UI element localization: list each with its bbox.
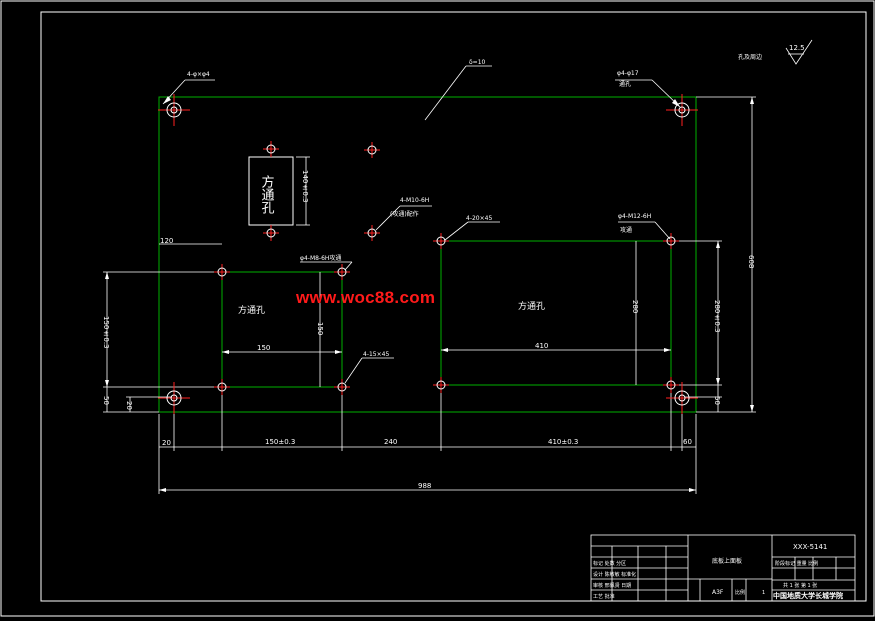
corner-holes-label: 4-φ×φ4 [187,71,210,78]
square-hole-left-label: 方通孔 [238,304,265,316]
dim-50-right: 50 [713,396,721,405]
dim-410-03: 410±0.3 [548,438,578,446]
sheet-info: 共 1 张 第 1 张 [783,582,817,589]
hole-markers [158,94,698,414]
dim-280-03: 280±0.3 [713,300,721,333]
scale-value: 1 [762,590,765,596]
school-name: 中国地质大学长城学院 [773,591,843,600]
dim-20-left: 20 [125,401,133,410]
dim-280: 280 [631,300,639,313]
dim-20-bottom: 20 [162,439,171,447]
dim-240: 240 [384,438,397,446]
material: A3F [712,589,724,596]
dim-150-03-v: 150±0.3 [102,316,110,349]
drawing-frame [40,11,867,602]
header-right: 阶段标记 重量 比例 [775,560,818,567]
title-block [590,534,856,602]
top-right-hole-sub: 通孔 [619,80,631,88]
square-hole-small-label: 方通孔 [259,174,275,214]
dim-410: 410 [535,342,548,350]
watermark: www.woc88.com [296,288,436,307]
holes-20-label: 4-20×45 [466,215,492,222]
title-block-text: 底板上面板 XXX-5141 A3F 比例 1 中国地质大学长城学院 阶段标记 … [593,543,843,600]
scale-label: 比例 [735,589,745,596]
square-hole-small-dim: 140±0.3 [301,170,309,203]
square-hole-right-outline [440,240,672,386]
roughness-note: 孔及周边 [738,53,762,61]
drawing-number: XXX-5141 [793,543,827,551]
thread-m12-right-label: φ4-M12-6H [618,213,651,220]
title-row-1: 标记 处数 分区 [593,560,626,567]
top-right-hole-label: φ4-φ17 [617,70,639,77]
dim-60: 60 [683,438,692,446]
holes-15-label: 4-15×45 [363,351,389,358]
part-name: 底板上面板 [712,557,742,565]
thread-m12-right-sub: 攻通 [620,226,632,234]
roughness-value: 12.5 [789,44,805,52]
dim-150-left-h: 150 [257,344,270,352]
title-row-2: 设计 陈敏敏 标准化 [593,571,636,578]
dimension-lines [103,39,813,494]
square-hole-left-outline [221,271,343,388]
thread-m8-label: φ4-M8-6H攻通 [300,254,341,262]
title-row-4: 工艺 批准 [593,593,615,600]
plate-outline [158,96,697,413]
thread-m10-sub: (攻通)配作 [390,210,419,218]
dim-988: 988 [418,482,431,490]
title-row-3: 审核 邢佩贤 日期 [593,582,631,589]
dim-150-03-h: 150±0.3 [265,438,295,446]
thickness-note: δ=10 [469,59,486,66]
thread-m10-label: 4-M10-6H [400,197,429,204]
dim-50-left: 50 [102,396,110,405]
annotations: 孔及周边 12.5 δ=10 4-φ×φ4 φ4-φ17 通孔 4-M10-6H… [102,44,805,490]
dim-150-left-v: 150 [316,322,324,335]
dimension-arrows [105,96,754,492]
dim-608: 608 [747,255,755,268]
square-hole-right-label: 方通孔 [518,300,545,312]
dim-120: 120 [160,237,173,245]
